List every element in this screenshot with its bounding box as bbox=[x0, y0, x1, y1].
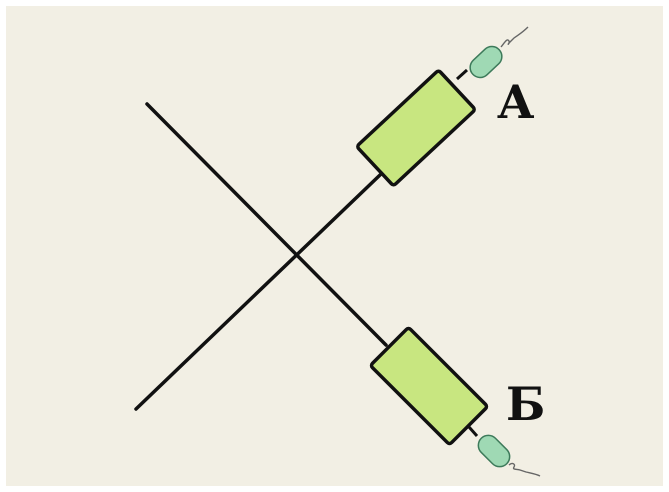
line-to-a bbox=[134, 173, 382, 411]
cartridge-b-body bbox=[369, 326, 489, 446]
cartridge-a-scribble bbox=[500, 26, 529, 48]
cartridge-b bbox=[369, 326, 541, 477]
line-to-b bbox=[145, 102, 388, 347]
cartridge-a-pin bbox=[455, 68, 469, 81]
cartridge-a bbox=[356, 26, 529, 187]
cartridge-b-scribble bbox=[508, 462, 541, 477]
label-a: А bbox=[497, 75, 535, 129]
cartridge-b-tip bbox=[477, 434, 511, 468]
label-b: Б bbox=[506, 377, 545, 431]
cartridge-a-body bbox=[356, 69, 476, 187]
cartridge-a-tip bbox=[469, 45, 503, 79]
cartridge-b-pin bbox=[467, 426, 479, 437]
diagram-panel bbox=[6, 6, 663, 486]
